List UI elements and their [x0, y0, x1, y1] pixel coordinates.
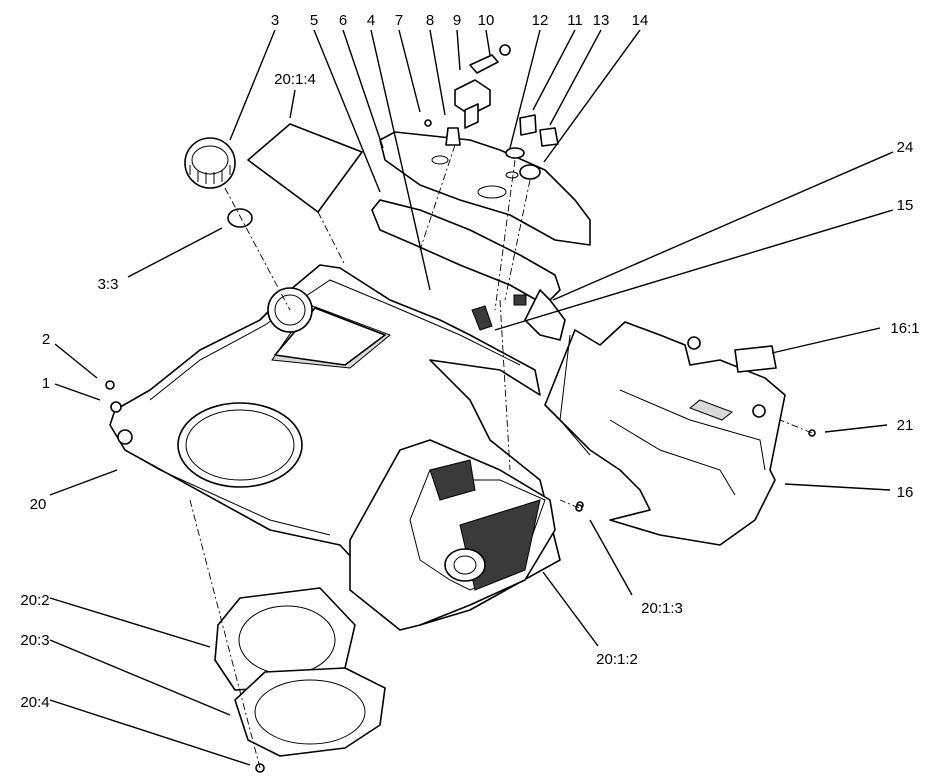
small-parts	[105, 44, 777, 512]
callout-20-2: 20:2	[20, 592, 49, 609]
callout-16: 16	[897, 484, 914, 501]
callout-20-4: 20:4	[20, 694, 49, 711]
callout-15: 15	[897, 197, 914, 214]
callout-20-3: 20:3	[20, 632, 49, 649]
callout-4: 4	[367, 12, 375, 29]
callout-3: 3	[271, 12, 279, 29]
callout-24: 24	[897, 139, 914, 156]
callout-21: 21	[897, 417, 914, 434]
callout-20-1-2: 20:1:2	[596, 651, 638, 668]
callout-5: 5	[310, 12, 318, 29]
callout-7: 7	[395, 12, 403, 29]
callout-12: 12	[532, 12, 549, 29]
callout-1: 1	[42, 375, 50, 392]
engine-shroud	[349, 439, 584, 631]
callout-13: 13	[593, 12, 610, 29]
callout-20-1-4: 20:1:4	[274, 71, 316, 88]
callout-11: 11	[567, 12, 583, 29]
rear-panel	[544, 321, 816, 546]
callout-20: 20	[30, 496, 47, 513]
callout-8: 8	[426, 12, 434, 29]
callout-10: 10	[478, 12, 495, 29]
leader-lines	[49, 29, 894, 766]
centerlines	[189, 144, 813, 769]
callout-9: 9	[453, 12, 461, 29]
callout-16-1: 16:1	[890, 320, 919, 337]
chute-rings	[214, 587, 386, 773]
callout-20-1-3: 20:1:3	[641, 600, 683, 617]
callout-2: 2	[42, 331, 50, 348]
callout-labels: 3 5 6 4 7 8 9 10 12 11 13 14 20:1:4 24 1…	[20, 12, 919, 711]
callout-3-3: 3:3	[98, 276, 119, 293]
callout-14: 14	[632, 12, 649, 29]
callout-6: 6	[339, 12, 347, 29]
